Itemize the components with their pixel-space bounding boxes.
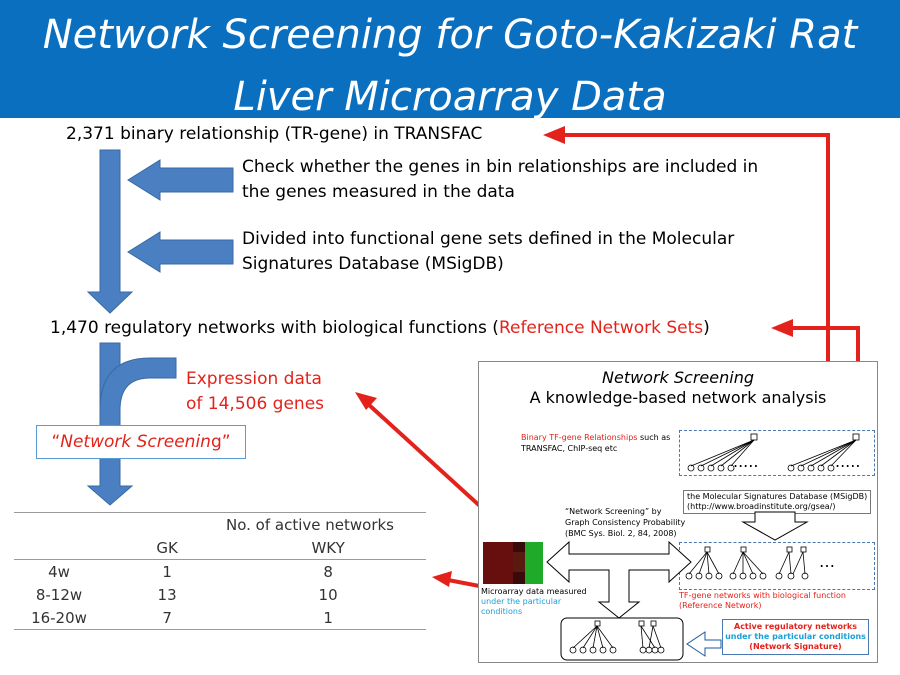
binary-text: Binary TF-gene Relationships such as	[521, 433, 671, 442]
table-header: No. of active networks	[104, 512, 426, 536]
reference-networks-text: 1,470 regulatory networks with biologica…	[50, 318, 710, 338]
gcp-line2: Graph Consistency Probability	[565, 518, 686, 527]
inset-graphics	[483, 433, 860, 661]
signature-box	[560, 617, 684, 661]
network-screening-box: “Network Screening”	[36, 425, 246, 459]
title-line-1: Network Screening for Goto-Kakizaki Rat	[42, 12, 858, 58]
title-line-2: Liver Microarray Data	[233, 74, 667, 120]
active-networks-table: No. of active networks GK WKY 4w 1 8 8-1…	[14, 512, 426, 630]
step1-line2: the genes measured in the data	[242, 182, 515, 202]
micro-line2: under the particular	[481, 597, 562, 606]
active-networks-box: Active regulatory networks under the par…	[722, 619, 869, 655]
left-arrow-1	[127, 159, 234, 201]
ellipsis-3: …	[819, 552, 835, 571]
tf-line2: (Reference Network)	[679, 601, 762, 610]
gcp-line3: (BMC Sys. Biol. 2, 84, 2008)	[565, 529, 677, 538]
inset-cross-arrow	[546, 540, 692, 619]
column-gk: GK	[156, 538, 178, 557]
gcp-line1: “Network Screening” by	[565, 507, 662, 516]
title-bar: Network Screening for Goto-Kakizaki Rat …	[0, 0, 900, 120]
network-screening-inset: Network Screening A knowledge-based netw…	[478, 361, 878, 663]
left-arrow-2	[127, 231, 234, 273]
micro-line3: conditions	[481, 607, 523, 616]
step2-line1: Divided into functional gene sets define…	[242, 229, 735, 249]
binary-text-line2: TRANSFAC, ChIP-seq etc	[521, 444, 618, 453]
table-row: 4w 1 8	[14, 559, 426, 584]
inset-left-arrow	[686, 631, 722, 657]
step2-line2: Signatures Database (MSigDB)	[242, 254, 504, 274]
column-wky: WKY	[311, 538, 345, 557]
table-row: 16-20w 7 1	[14, 606, 426, 630]
table-row: 8-12w 13 10	[35, 585, 338, 604]
binary-relationships-box	[679, 430, 875, 476]
micro-line1: Microarray data measured	[481, 587, 587, 596]
down-arrow-1	[86, 149, 134, 314]
inset-title: Network Screening	[602, 368, 754, 387]
reference-network-sets-label: Reference Network Sets	[498, 318, 704, 338]
red-arrowhead-2	[771, 319, 793, 337]
transfac-text: 2,371 binary relationship (TR-gene) in T…	[66, 124, 483, 144]
expression-line1: Expression data	[186, 369, 322, 389]
red-arrowhead-1	[543, 126, 565, 144]
tf-line1: TF-gene networks with biological functio…	[679, 591, 846, 600]
red-arrowhead-4	[432, 571, 452, 587]
inset-down-arrow	[741, 511, 809, 541]
step1-line1: Check whether the genes in bin relations…	[242, 157, 759, 177]
merge-curve	[99, 357, 177, 441]
ellipsis-1: .....	[733, 452, 759, 471]
inset-subtitle: A knowledge-based network analysis	[529, 388, 827, 407]
ellipsis-2: .....	[835, 452, 861, 471]
expression-line2: of 14,506 genes	[186, 394, 325, 414]
red-arrowhead-3	[355, 392, 377, 410]
